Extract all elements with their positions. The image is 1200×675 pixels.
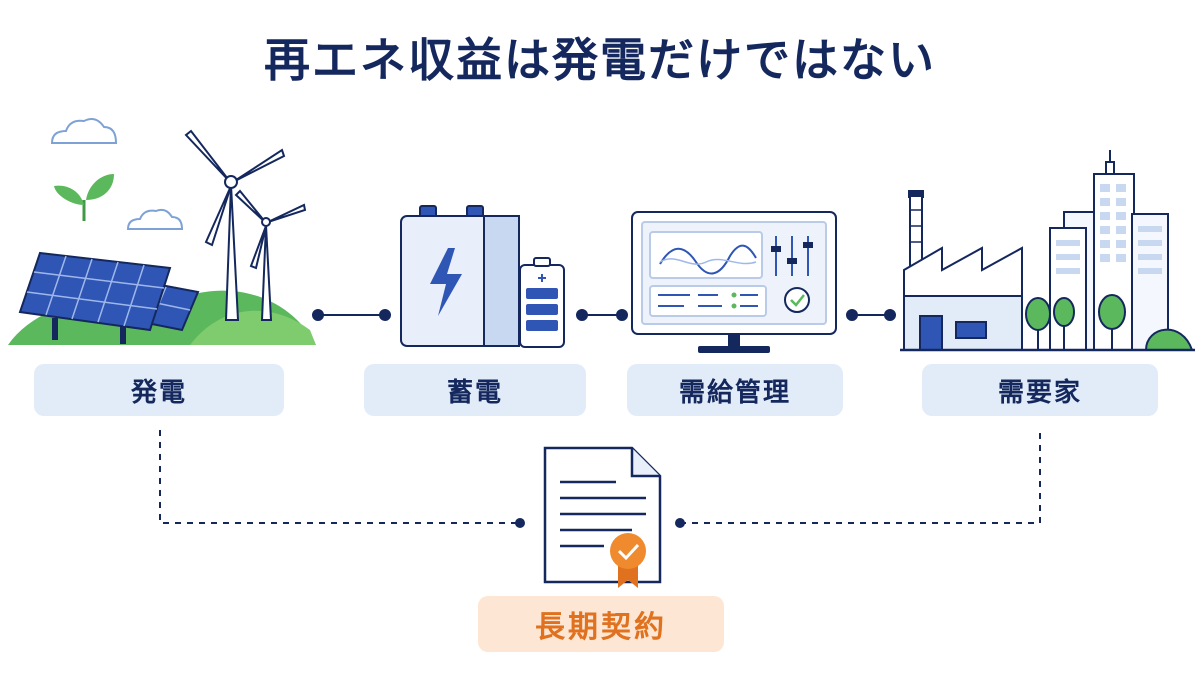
solar-wind-generation-icon xyxy=(8,118,316,345)
contract-document-icon xyxy=(543,446,662,588)
stage-label-generation: 発電 xyxy=(34,364,284,416)
flow-connectors xyxy=(312,309,896,321)
diagram-title: 再エネ収益は発電だけではない xyxy=(264,33,936,87)
energy-management-monitor-icon xyxy=(631,211,837,353)
battery-storage-icon xyxy=(400,205,565,348)
stage-label-demand-supply-management: 需給管理 xyxy=(627,364,843,416)
stage-label-consumer: 需要家 xyxy=(922,364,1158,416)
contract-links xyxy=(159,430,1041,524)
factory-city-consumer-icon xyxy=(900,150,1195,352)
stage-label-storage: 蓄電 xyxy=(364,364,586,416)
contract-label: 長期契約 xyxy=(478,596,724,652)
